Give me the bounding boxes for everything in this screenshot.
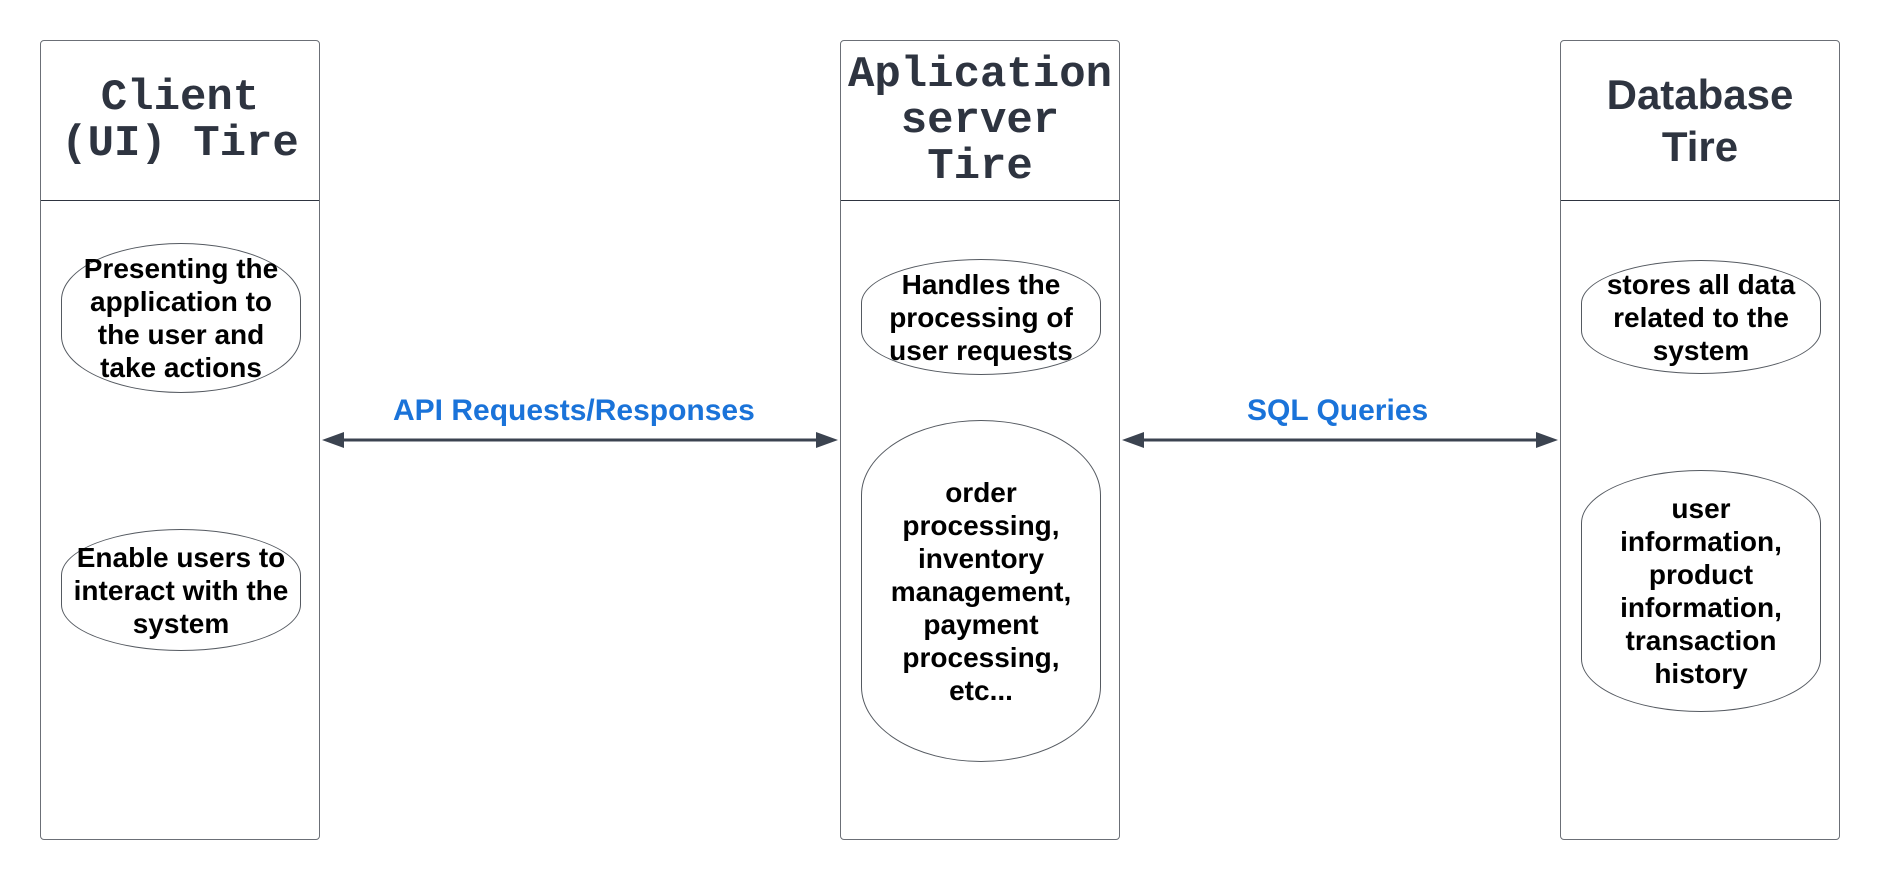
- api-requests-label: API Requests/Responses: [393, 394, 755, 427]
- client-tier-lane: Client (UI) Tire Presenting the applicat…: [40, 40, 320, 840]
- client-tier-title: Client (UI) Tire: [61, 72, 299, 169]
- database-tier-lane: Database Tire stores all data related to…: [1560, 40, 1840, 840]
- database-tier-title: Database Tire: [1606, 70, 1794, 170]
- application-tier-divider: [841, 200, 1119, 201]
- database-data-types-bubble: user information, product information, t…: [1581, 470, 1821, 712]
- app-db-arrowhead-left: [1122, 432, 1144, 448]
- app-db-arrowhead-right: [1536, 432, 1558, 448]
- database-tier-divider: [1561, 200, 1839, 201]
- client-app-arrowhead-left: [322, 432, 344, 448]
- application-handles-requests-bubble: Handles the processing of user requests: [861, 259, 1101, 375]
- client-app-arrowhead-right: [816, 432, 838, 448]
- application-processing-bubble: order processing, inventory management, …: [861, 420, 1101, 762]
- sql-queries-label: SQL Queries: [1247, 394, 1429, 427]
- application-tier-lane: Aplication server Tire Handles the proce…: [840, 40, 1120, 840]
- database-stores-data-bubble: stores all data related to the system: [1581, 260, 1821, 374]
- application-tier-title: Aplication server Tire: [847, 49, 1113, 192]
- client-presenting-bubble: Presenting the application to the user a…: [61, 243, 301, 393]
- client-interaction-bubble: Enable users to interact with the system: [61, 529, 301, 651]
- client-tier-divider: [41, 200, 319, 201]
